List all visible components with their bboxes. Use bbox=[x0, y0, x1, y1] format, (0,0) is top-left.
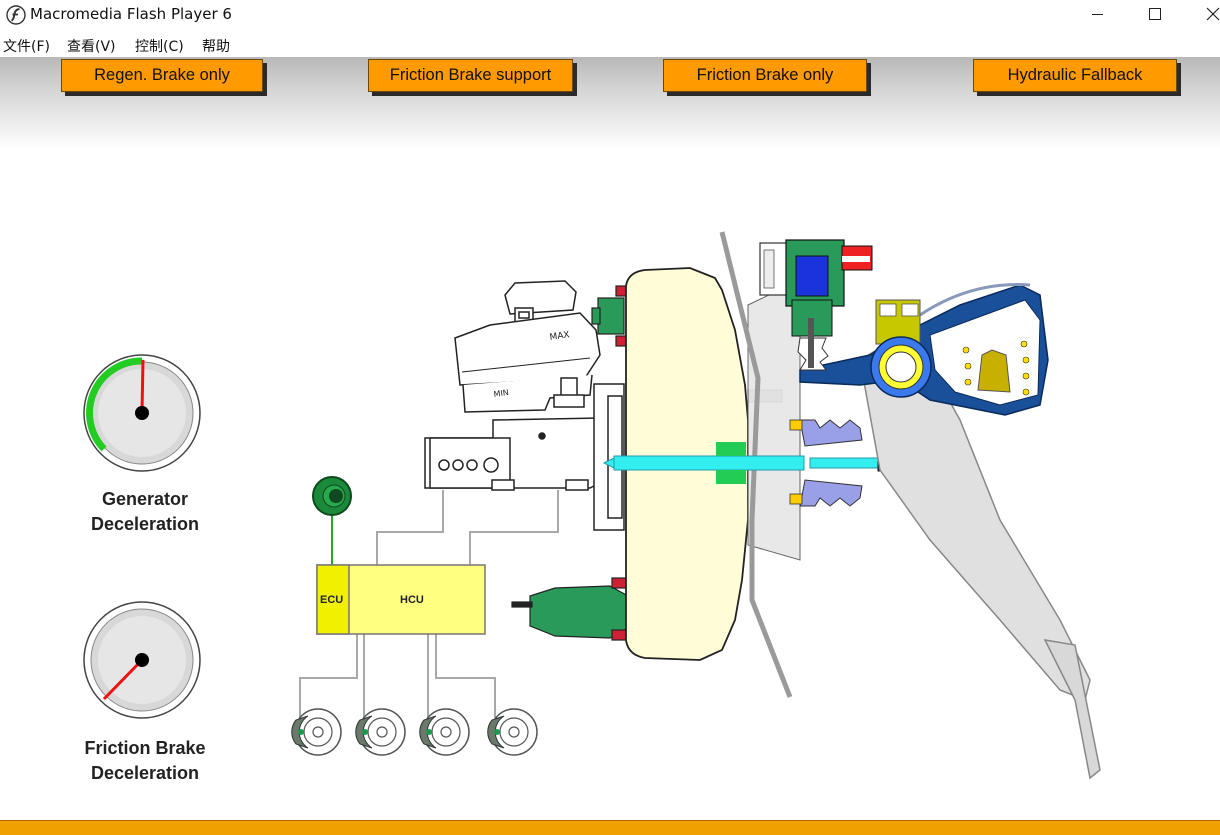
maximize-icon bbox=[1149, 8, 1161, 20]
wheel-brakes bbox=[291, 708, 538, 756]
brake-fluid-reservoir: MAX MIN bbox=[454, 280, 601, 413]
close-icon bbox=[1206, 7, 1220, 21]
friction-label-line1: Friction Brake bbox=[84, 738, 206, 758]
generator-deceleration-gauge bbox=[83, 354, 201, 472]
friction-brake-only-button[interactable]: Friction Brake only bbox=[663, 59, 867, 92]
master-cylinder bbox=[424, 383, 625, 531]
generator-gauge-needle bbox=[140, 359, 145, 414]
friction-deceleration-gauge bbox=[83, 601, 201, 719]
generator-label-line1: Generator bbox=[101, 489, 189, 509]
hcu-label: HCU bbox=[400, 594, 424, 606]
window-title: Macromedia Flash Player 6 bbox=[30, 5, 232, 23]
wheel-speed-sensor bbox=[312, 476, 352, 566]
title-bar: Macromedia Flash Player 6 bbox=[0, 0, 1220, 30]
bottom-status-bar bbox=[0, 820, 1220, 835]
menu-help[interactable]: 帮助 bbox=[202, 39, 230, 55]
friction-gauge-needle bbox=[102, 658, 144, 701]
menu-control[interactable]: 控制(C) bbox=[135, 39, 184, 55]
friction-gauge-label: Friction Brake Deceleration bbox=[45, 736, 245, 786]
hydraulic-fallback-button[interactable]: Hydraulic Fallback bbox=[973, 59, 1177, 92]
close-button[interactable] bbox=[1190, 0, 1220, 30]
menu-file[interactable]: 文件(F) bbox=[3, 39, 50, 55]
friction-brake-support-button[interactable]: Friction Brake support bbox=[368, 59, 573, 92]
friction-label-line2: Deceleration bbox=[90, 763, 200, 783]
menu-view[interactable]: 查看(V) bbox=[67, 39, 116, 55]
generator-label-line2: Deceleration bbox=[90, 514, 200, 534]
minimize-icon bbox=[1092, 14, 1103, 15]
menu-bar: 文件(F) 查看(V) 控制(C) 帮助 bbox=[0, 33, 1220, 57]
svg-text:MIN: MIN bbox=[493, 388, 509, 399]
control-units bbox=[316, 564, 486, 635]
ecu-label: ECU bbox=[320, 594, 344, 606]
wiring bbox=[299, 490, 559, 718]
flash-player-icon bbox=[6, 5, 26, 25]
regen-brake-only-button[interactable]: Regen. Brake only bbox=[61, 59, 263, 92]
push-rod bbox=[602, 419, 911, 507]
generator-gauge-label: Generator Deceleration bbox=[45, 487, 245, 537]
minimize-button[interactable] bbox=[1074, 0, 1120, 30]
brake-system-diagram: MAX MIN bbox=[83, 231, 1101, 780]
flash-stage: Regen. Brake only Friction Brake support… bbox=[0, 57, 1220, 835]
svg-text:MAX: MAX bbox=[549, 330, 570, 343]
brake-pedal bbox=[799, 283, 1101, 780]
pedal-travel-sensor bbox=[759, 239, 873, 371]
firewall bbox=[719, 231, 793, 698]
booster-fittings bbox=[511, 285, 629, 641]
maximize-button[interactable] bbox=[1132, 0, 1178, 30]
